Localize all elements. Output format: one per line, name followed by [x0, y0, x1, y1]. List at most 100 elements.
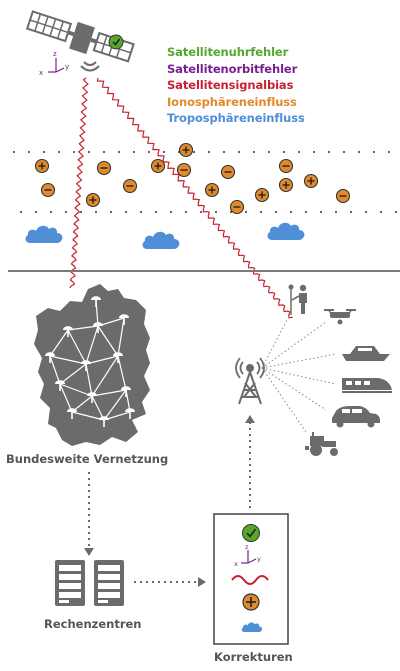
boundary-dot	[140, 211, 142, 213]
signal-path-to-rover	[96, 77, 293, 319]
drone-icon	[324, 309, 356, 325]
ion-minus-icon	[220, 164, 236, 180]
boundary-dot	[358, 151, 360, 153]
ion-minus-icon	[229, 199, 245, 215]
ion-minus-icon	[176, 162, 192, 178]
boundary-dot	[275, 211, 277, 213]
boundary-dot	[125, 211, 127, 213]
ion-minus-icon	[278, 158, 294, 174]
boundary-dot	[305, 211, 307, 213]
boundary-dot	[268, 151, 270, 153]
boundary-dot	[373, 151, 375, 153]
boundary-dot	[208, 151, 210, 153]
boundary-dot	[155, 211, 157, 213]
boundary-dot	[298, 151, 300, 153]
axis-label-y: y	[65, 63, 69, 71]
boundary-dot	[388, 151, 390, 153]
ion-plus-icon	[204, 182, 220, 198]
ion-minus-icon	[335, 188, 351, 204]
surveyor-icon	[288, 284, 307, 315]
boundary-dot	[43, 151, 45, 153]
ion-plus-icon	[303, 173, 319, 189]
boundary-dot	[163, 151, 165, 153]
boundary-dot	[193, 151, 195, 153]
ion-minus-icon	[40, 182, 56, 198]
boundary-dot	[230, 211, 232, 213]
cloud-icon	[25, 225, 63, 243]
boundary-dot	[65, 211, 67, 213]
error-legend: Satellitenuhrfehler Satellitenorbitfehle…	[167, 44, 397, 127]
axis-label-z: z	[53, 50, 57, 58]
boundary-dot	[133, 151, 135, 153]
axis-label-z: z	[245, 543, 249, 551]
server-icon	[94, 560, 124, 606]
arrowhead-icon	[198, 577, 206, 587]
germany-map-icon	[34, 284, 150, 446]
boundary-dot	[245, 211, 247, 213]
network-caption: Bundesweite Vernetzung	[6, 452, 169, 466]
legend-ionosphere-effect: Ionosphäreneinfluss	[167, 94, 297, 109]
legend-satellite-clock-error: Satellitenuhrfehler	[167, 45, 289, 59]
orbit-axes-icon	[48, 58, 65, 73]
ship-icon	[342, 346, 390, 361]
ion-plus-icon	[85, 192, 101, 208]
ion-plus-icon	[34, 158, 50, 174]
ionosphere-boundary	[13, 151, 397, 213]
boundary-dot	[13, 151, 15, 153]
train-icon	[342, 378, 392, 393]
ionosphere-plus-icon	[242, 593, 260, 611]
boundary-dot	[283, 151, 285, 153]
boundary-dot	[73, 151, 75, 153]
ion-plus-icon	[150, 158, 166, 174]
boundary-dot	[380, 211, 382, 213]
transmission-tower-icon	[235, 357, 265, 405]
signal-bias-icon	[231, 575, 269, 585]
ionosphere-particles	[34, 142, 351, 215]
boundary-dot	[320, 211, 322, 213]
legend-troposphere-effect: Troposphäreneinfluss	[167, 111, 305, 125]
signal-path-to-network	[69, 77, 89, 289]
boundary-dot	[260, 211, 262, 213]
boundary-dot	[148, 151, 150, 153]
legend-satellite-signal-bias: Satellitensignalbias	[167, 78, 294, 92]
boundary-dot	[350, 211, 352, 213]
boundary-dot	[365, 211, 367, 213]
arrowhead-icon	[84, 548, 94, 556]
axis-label-x: x	[234, 560, 238, 568]
boundary-dot	[335, 211, 337, 213]
boundary-dot	[170, 211, 172, 213]
boundary-dot	[238, 151, 240, 153]
boundary-dot	[95, 211, 97, 213]
clock-icon	[108, 34, 124, 50]
ion-minus-icon	[96, 160, 112, 176]
boundary-dot	[395, 211, 397, 213]
arrowhead-icon	[245, 415, 255, 423]
datacenters-caption: Rechenzentren	[44, 617, 142, 631]
boundary-dot	[28, 151, 30, 153]
boundary-dot	[185, 211, 187, 213]
boundary-dot	[50, 211, 52, 213]
axis-label-x: x	[39, 69, 43, 77]
clock-icon	[242, 524, 260, 542]
boundary-dot	[223, 151, 225, 153]
radio-broadcast-lines	[261, 317, 337, 433]
boundary-dot	[110, 211, 112, 213]
ion-plus-icon	[178, 142, 194, 158]
boundary-dot	[200, 211, 202, 213]
boundary-dot	[328, 151, 330, 153]
boundary-dot	[20, 211, 22, 213]
boundary-dot	[253, 151, 255, 153]
ion-plus-icon	[278, 177, 294, 193]
cloud-icon	[267, 222, 305, 240]
boundary-dot	[88, 151, 90, 153]
boundary-dot	[58, 151, 60, 153]
boundary-dot	[215, 211, 217, 213]
boundary-dot	[118, 151, 120, 153]
ion-minus-icon	[122, 178, 138, 194]
boundary-dot	[80, 211, 82, 213]
boundary-dot	[290, 211, 292, 213]
boundary-dot	[313, 151, 315, 153]
cloud-icon	[142, 231, 180, 249]
boundary-dot	[103, 151, 105, 153]
